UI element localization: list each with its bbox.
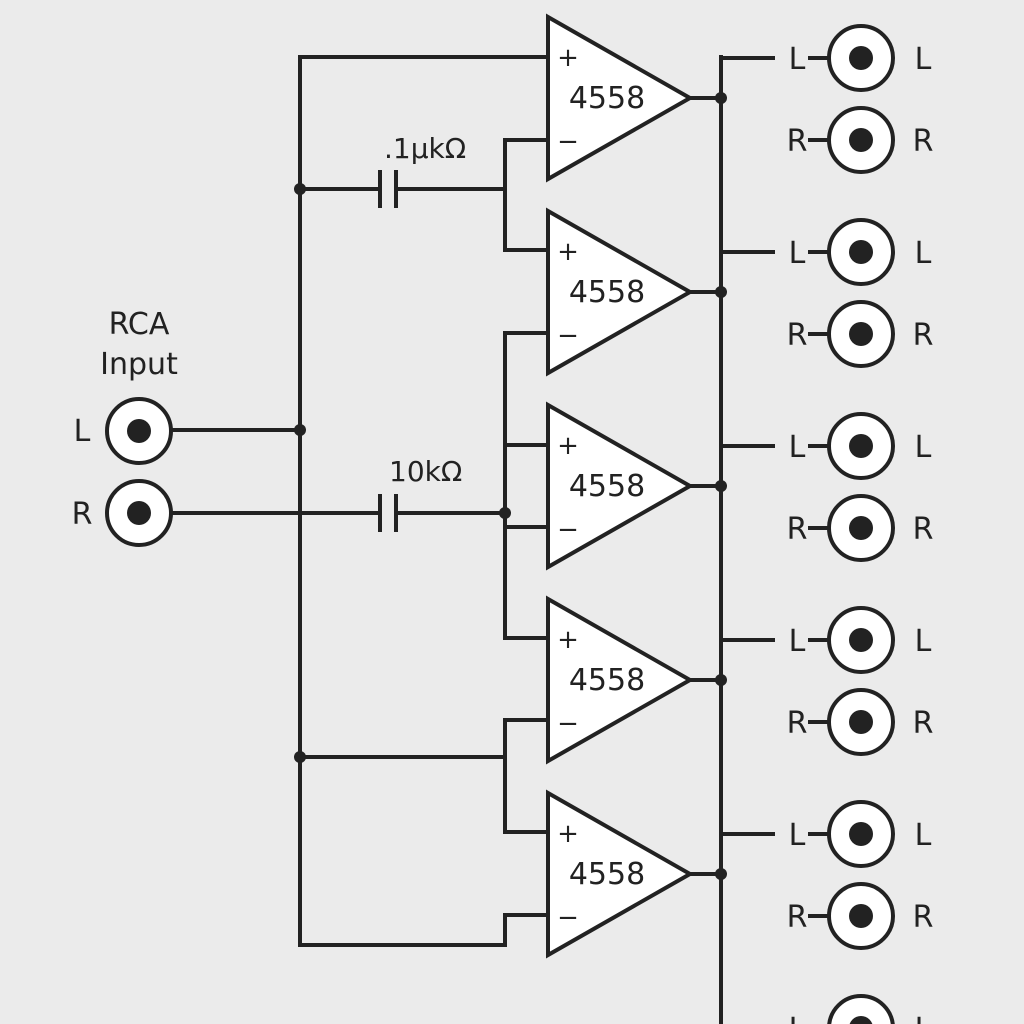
opamp-triangle	[546, 207, 695, 377]
feed-opamp1-minus-opamp2-plus-wire	[503, 138, 550, 252]
opamp-2: + − 4558	[546, 207, 727, 377]
output-right-out-label: R	[913, 706, 934, 741]
output-left-jack[interactable]	[827, 994, 895, 1024]
opamp-minus-sign: −	[557, 127, 579, 157]
opamp-part-label: 4558	[569, 275, 645, 310]
opamp-plus-sign: +	[557, 819, 579, 849]
output-left-jack[interactable]	[827, 218, 895, 286]
junction-dot	[715, 674, 727, 686]
rca-input-title: RCA	[109, 307, 170, 342]
opamp-5: + − 4558	[546, 789, 727, 959]
output-pair-4: L L R R	[719, 606, 934, 756]
capacitor-top	[378, 170, 398, 208]
output-right-out-label: R	[913, 318, 934, 353]
output-pair-1: L L R R	[719, 24, 934, 174]
junction-dot	[715, 480, 727, 492]
cap-mid-label: 10kΩ	[389, 455, 462, 488]
output-left-out-label: L	[915, 1012, 932, 1024]
opamp-triangle	[546, 789, 695, 959]
output-left-in-label: L	[789, 236, 806, 271]
output-left-out-label: L	[915, 818, 932, 853]
opamp-triangle	[546, 13, 695, 183]
opamp-plus-sign: +	[557, 43, 579, 73]
output-right-jack[interactable]	[827, 688, 895, 756]
opamp-triangle	[546, 401, 695, 571]
junction-dot	[715, 286, 727, 298]
output-layer: LLRRLLRRLLRRLLRRLLRRLL	[719, 24, 934, 1024]
output-right-jack[interactable]	[827, 494, 895, 562]
output-right-in-label: R	[787, 124, 808, 159]
opamp-part-label: 4558	[569, 81, 645, 116]
output-left-jack[interactable]	[827, 24, 895, 92]
output-pair-3: L L R R	[719, 412, 934, 562]
junction-dots	[294, 183, 511, 763]
output-left-out-label: L	[915, 42, 932, 77]
output-left-in-label: L	[789, 1012, 806, 1024]
opamp-minus-sign: −	[557, 321, 579, 351]
output-left-in-label: L	[789, 818, 806, 853]
opamp-layer: + − 4558 + − 4558 + − 4558 + − 4558 + − 4558	[546, 13, 727, 959]
output-pair-2: L L R R	[719, 218, 934, 368]
rca-input: RCA Input L R	[72, 307, 178, 547]
junction-dot	[294, 424, 306, 436]
output-right-in-label: R	[787, 706, 808, 741]
input-left-label: L	[74, 414, 91, 449]
junction-dot	[715, 92, 727, 104]
output-right-jack[interactable]	[827, 882, 895, 950]
bus-to-opamp5-minus-wire	[298, 913, 550, 947]
opamp-minus-sign: −	[557, 903, 579, 933]
output-pair-6: LL	[789, 994, 932, 1024]
output-left-out-label: L	[915, 430, 932, 465]
opamp-minus-sign: −	[557, 709, 579, 739]
output-left-in-label: L	[789, 42, 806, 77]
output-right-in-label: R	[787, 318, 808, 353]
opamp-part-label: 4558	[569, 469, 645, 504]
junction-dot	[294, 183, 306, 195]
capacitor-mid	[378, 494, 398, 532]
opamp-part-label: 4558	[569, 663, 645, 698]
output-left-jack[interactable]	[827, 412, 895, 480]
output-left-jack[interactable]	[827, 606, 895, 674]
opamp-1: + − 4558	[546, 13, 727, 183]
cap-top-label: .1µkΩ	[384, 132, 466, 165]
opamp-part-label: 4558	[569, 857, 645, 892]
feed-opamp4-minus-opamp5-plus-wire	[503, 718, 550, 834]
junction-dot	[715, 868, 727, 880]
output-left-out-label: L	[915, 236, 932, 271]
wiring	[170, 55, 723, 1024]
output-right-jack[interactable]	[827, 300, 895, 368]
output-right-out-label: R	[913, 512, 934, 547]
junction-dot	[294, 751, 306, 763]
opamp-minus-sign: −	[557, 515, 579, 545]
rca-input-subtitle: Input	[100, 347, 178, 382]
output-pair-5: L L R R	[719, 800, 934, 950]
output-left-out-label: L	[915, 624, 932, 659]
output-right-in-label: R	[787, 900, 808, 935]
opamp-triangle	[546, 595, 695, 765]
output-right-out-label: R	[913, 900, 934, 935]
opamp-3: + − 4558	[546, 401, 727, 571]
output-right-jack[interactable]	[827, 106, 895, 174]
output-right-out-label: R	[913, 124, 934, 159]
output-left-in-label: L	[789, 624, 806, 659]
input-right-label: R	[72, 497, 93, 532]
opamp-plus-sign: +	[557, 625, 579, 655]
opamp-4: + − 4558	[546, 595, 727, 765]
junction-dot	[499, 507, 511, 519]
opamp-plus-sign: +	[557, 431, 579, 461]
output-left-in-label: L	[789, 430, 806, 465]
output-right-in-label: R	[787, 512, 808, 547]
input-right-jack[interactable]	[105, 479, 173, 547]
input-left-jack[interactable]	[105, 397, 173, 465]
output-left-jack[interactable]	[827, 800, 895, 868]
opamp-plus-sign: +	[557, 237, 579, 267]
